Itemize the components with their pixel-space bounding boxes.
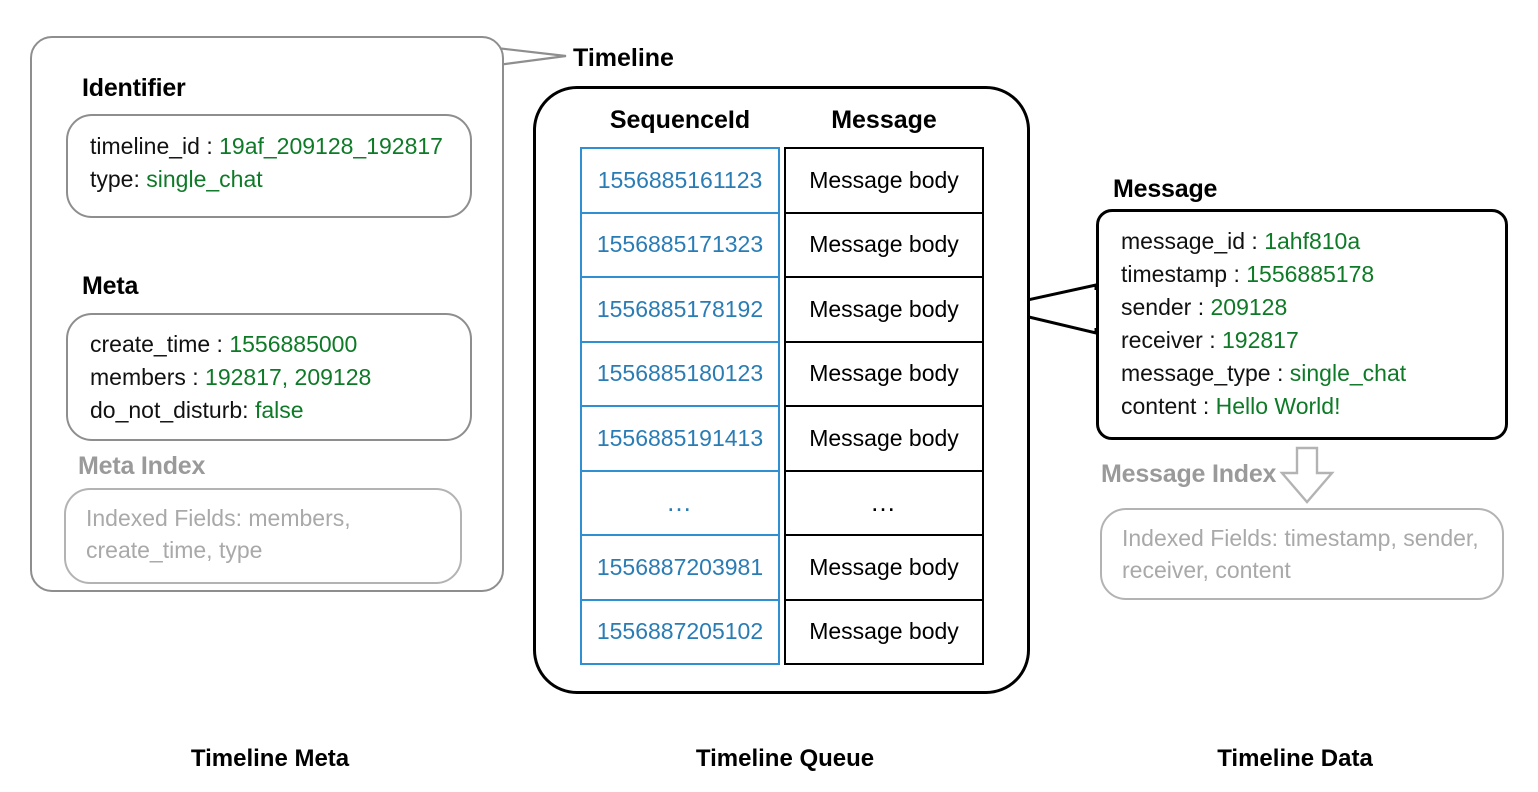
cell-sequence-id: 1556885180123 <box>580 340 780 407</box>
cell-sequence-id: 1556885171323 <box>580 211 780 278</box>
message-card: message_id : 1ahf810a timestamp : 155688… <box>1096 209 1508 440</box>
cell-sequence-id: 1556887205102 <box>580 598 780 665</box>
table-row[interactable]: 1556887203981 Message body <box>580 534 986 601</box>
caption-timeline-meta: Timeline Meta <box>190 745 350 772</box>
message-field-row: message_id : 1ahf810a <box>1121 225 1491 258</box>
message-field-key: sender : <box>1121 294 1205 320</box>
message-field-value: 1556885178 <box>1246 261 1375 287</box>
caption-timeline-data: Timeline Data <box>1217 745 1373 772</box>
message-field-value: Hello World! <box>1215 393 1341 419</box>
message-field-value: 192817 <box>1221 327 1299 353</box>
cell-message: Message body <box>784 405 984 472</box>
message-index-down-arrow <box>1279 446 1335 504</box>
message-field-key: content : <box>1121 393 1210 419</box>
meta-field-row: do_not_disturb: false <box>90 394 456 427</box>
timeline-queue-table: 1556885161123 Message body 1556885171323… <box>580 147 986 665</box>
message-index-card: Indexed Fields: timestamp, sender, recei… <box>1100 508 1504 600</box>
table-row[interactable]: 1556885180123 Message body <box>580 340 986 407</box>
identifier-field-key: type: <box>90 166 140 192</box>
identifier-field-row: type: single_chat <box>90 163 456 196</box>
table-row[interactable]: 1556887205102 Message body <box>580 598 986 665</box>
table-row-ellipsis: … … <box>580 469 986 536</box>
table-row[interactable]: 1556885191413 Message body <box>580 405 986 472</box>
meta-field-row: create_time : 1556885000 <box>90 328 456 361</box>
cell-message: Message body <box>784 340 984 407</box>
table-row[interactable]: 1556885161123 Message body <box>580 147 986 214</box>
message-field-value: 209128 <box>1210 294 1288 320</box>
cell-sequence-id: 1556885161123 <box>580 147 780 214</box>
meta-field-value: 192817, 209128 <box>205 364 372 390</box>
cell-message: Message body <box>784 211 984 278</box>
cell-sequence-id: … <box>580 469 780 536</box>
cell-message: Message body <box>784 534 984 601</box>
cell-sequence-id: 1556885178192 <box>580 276 780 343</box>
identifier-field-value: 19af_209128_192817 <box>219 133 443 159</box>
meta-field-value: false <box>254 397 304 423</box>
meta-field-value: 1556885000 <box>229 331 358 357</box>
identifier-field-key: timeline_id : <box>90 133 213 159</box>
cell-message: Message body <box>784 598 984 665</box>
meta-index-fields-text: Indexed Fields: members, create_time, ty… <box>86 505 351 563</box>
timeline-callout-label: Timeline <box>573 44 674 72</box>
message-field-row: content : Hello World! <box>1121 390 1491 423</box>
message-field-key: timestamp : <box>1121 261 1240 287</box>
message-field-key: receiver : <box>1121 327 1216 353</box>
cell-message: Message body <box>784 147 984 214</box>
table-row[interactable]: 1556885178192 Message body <box>580 276 986 343</box>
identifier-title: Identifier <box>82 74 186 102</box>
message-index-fields-text: Indexed Fields: timestamp, sender, recei… <box>1122 525 1479 583</box>
message-index-title: Message Index <box>1101 460 1277 488</box>
message-field-value: 1ahf810a <box>1264 228 1361 254</box>
meta-index-title: Meta Index <box>78 452 206 480</box>
identifier-field-row: timeline_id : 19af_209128_192817 <box>90 130 456 163</box>
message-field-row: receiver : 192817 <box>1121 324 1491 357</box>
cell-message: Message body <box>784 276 984 343</box>
meta-field-key: do_not_disturb: <box>90 397 249 423</box>
column-header-sequenceid: SequenceId <box>609 106 751 134</box>
caption-timeline-queue: Timeline Queue <box>695 745 875 772</box>
meta-field-key: create_time : <box>90 331 223 357</box>
cell-sequence-id: 1556887203981 <box>580 534 780 601</box>
message-field-key: message_id : <box>1121 228 1258 254</box>
column-header-message: Message <box>831 106 937 134</box>
message-field-value: single_chat <box>1289 360 1407 386</box>
meta-field-row: members : 192817, 209128 <box>90 361 456 394</box>
meta-index-card: Indexed Fields: members, create_time, ty… <box>64 488 462 584</box>
cell-sequence-id: 1556885191413 <box>580 405 780 472</box>
meta-title: Meta <box>82 272 139 300</box>
meta-card: create_time : 1556885000 members : 19281… <box>66 313 472 441</box>
meta-field-key: members : <box>90 364 199 390</box>
identifier-field-value: single_chat <box>146 166 263 192</box>
message-title: Message <box>1113 175 1218 203</box>
identifier-card: timeline_id : 19af_209128_192817 type: s… <box>66 114 472 218</box>
message-field-row: message_type : single_chat <box>1121 357 1491 390</box>
table-row[interactable]: 1556885171323 Message body <box>580 211 986 278</box>
message-field-row: timestamp : 1556885178 <box>1121 258 1491 291</box>
cell-message: … <box>784 469 984 536</box>
message-field-key: message_type : <box>1121 360 1284 386</box>
message-field-row: sender : 209128 <box>1121 291 1491 324</box>
